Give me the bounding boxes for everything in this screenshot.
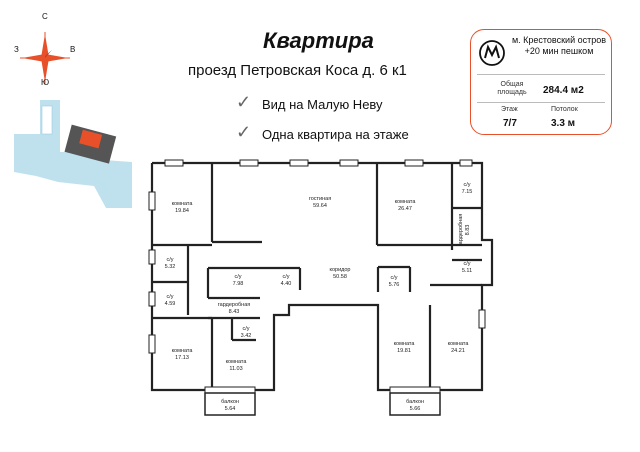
room-area: 8.83 xyxy=(465,225,471,236)
area-value: 284.4 м2 xyxy=(543,85,584,96)
room-area: 59.64 xyxy=(313,203,327,209)
room-name: комната xyxy=(394,341,416,347)
room-area: 17.13 xyxy=(175,355,189,361)
feature-view: Вид на Малую Неву xyxy=(262,97,383,112)
room-area: 3.42 xyxy=(241,333,252,339)
room-name: с/у xyxy=(242,326,249,332)
room-name: гостиная xyxy=(309,196,331,202)
room-area: 5.76 xyxy=(389,282,400,288)
floor-value: 7/7 xyxy=(503,118,517,129)
room-name: с/у xyxy=(463,182,470,188)
feature-single-apartment: Одна квартира на этаже xyxy=(262,127,409,142)
room-area: 5.64 xyxy=(225,406,236,412)
room-area: 26.47 xyxy=(398,206,412,212)
room-labels: комната 19.84 гостиная 59.64 комната 26.… xyxy=(165,182,473,412)
site-map xyxy=(14,100,132,208)
room-name: с/у xyxy=(463,261,470,267)
room-name: комната xyxy=(172,348,194,354)
metro-station: м. Крестовский остров +20 мин пешком xyxy=(511,35,607,56)
room-name: комната xyxy=(448,341,470,347)
room-name: гардеробная xyxy=(458,214,464,247)
room-name: с/у xyxy=(166,257,173,263)
room-area: 19.81 xyxy=(397,348,411,354)
room-name: комната xyxy=(172,201,194,207)
room-name: с/у xyxy=(166,294,173,300)
room-name: с/у xyxy=(282,274,289,280)
room-area: 7.98 xyxy=(233,281,244,287)
room-area: 4.59 xyxy=(165,301,176,307)
divider xyxy=(477,74,605,75)
room-area: 24.21 xyxy=(451,348,465,354)
check-icon: ✓ xyxy=(236,92,252,112)
room-area: 11.03 xyxy=(229,366,242,372)
check-icon: ✓ xyxy=(236,122,252,142)
info-card: м. Крестовский остров +20 мин пешком Общ… xyxy=(470,29,612,135)
room-name: коридор xyxy=(330,267,351,273)
compass-south: Ю xyxy=(41,78,50,87)
divider xyxy=(477,102,605,103)
floor-label: Этаж xyxy=(501,106,518,113)
room-area: 4.40 xyxy=(281,281,292,287)
compass-rose-icon xyxy=(20,32,70,84)
room-name: балкон xyxy=(221,399,239,405)
room-area: 5.11 xyxy=(462,268,472,274)
room-name: гардеробная xyxy=(218,302,251,308)
compass: С Ю З В xyxy=(14,12,76,90)
room-area: 19.84 xyxy=(175,208,189,214)
room-name: комната xyxy=(395,199,417,205)
ceiling-value: 3.3 м xyxy=(551,118,576,129)
compass-north: С xyxy=(42,12,48,21)
room-area: 50.58 xyxy=(333,274,347,280)
room-name: с/у xyxy=(390,275,397,281)
page-title: Квартира xyxy=(263,28,374,53)
room-area: 5.32 xyxy=(165,264,176,270)
address: проезд Петровская Коса д. 6 к1 xyxy=(188,62,407,79)
metro-logo-icon xyxy=(479,40,505,66)
ceiling-label: Потолок xyxy=(551,106,578,113)
building-icon xyxy=(64,124,117,164)
room-area: 5.66 xyxy=(410,406,421,412)
compass-east: В xyxy=(70,45,76,54)
compass-west: З xyxy=(14,45,19,54)
room-area: 7.15 xyxy=(462,189,473,195)
area-label: Общая площадь xyxy=(497,81,527,96)
room-area: 8.43 xyxy=(229,309,240,315)
room-name: балкон xyxy=(406,399,424,405)
room-name: комната xyxy=(226,359,248,365)
room-name: с/у xyxy=(234,274,241,280)
